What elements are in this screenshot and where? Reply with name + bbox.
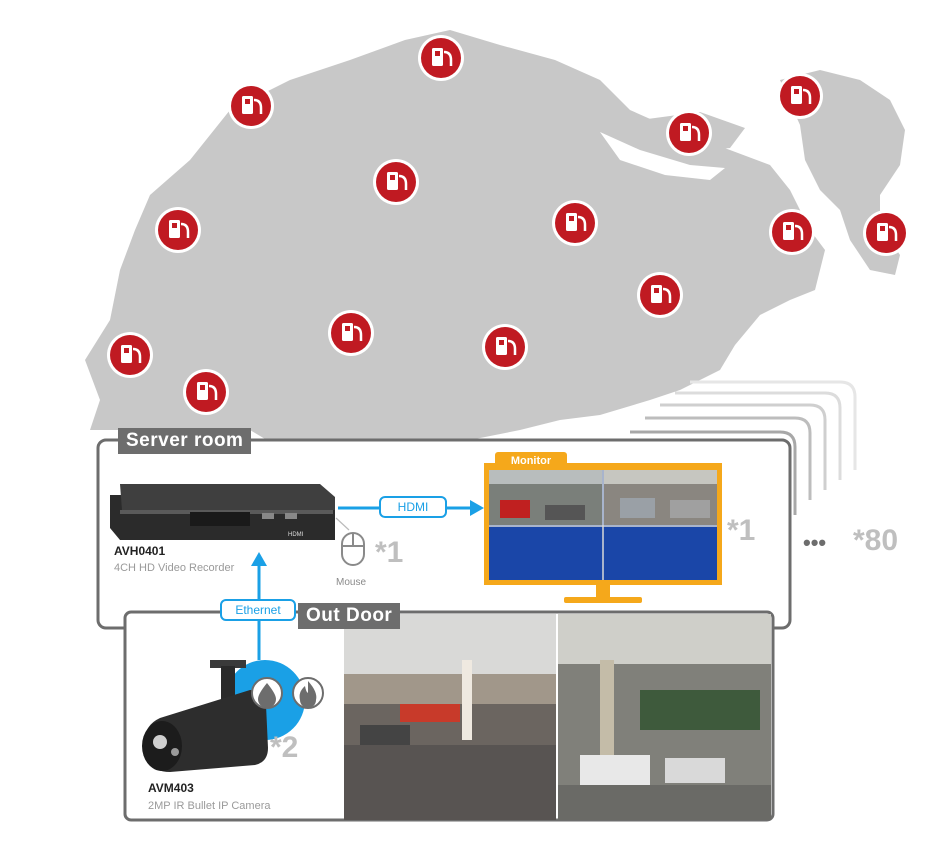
arrow-right-icon xyxy=(470,500,484,516)
fuel-pump-icon xyxy=(863,210,909,256)
sites-dots: ••• xyxy=(803,530,826,555)
fuel-pump-icon xyxy=(777,73,823,119)
fire-resistant-icon xyxy=(292,677,324,709)
coast-water-cut xyxy=(600,132,725,180)
nvr-device: HDMI xyxy=(110,484,335,540)
fuel-pump-icon xyxy=(155,207,201,253)
fuel-pump-icon xyxy=(328,310,374,356)
camera-model-name: AVM403 xyxy=(148,781,194,795)
site-connection-lines xyxy=(630,380,857,515)
monitor-tag xyxy=(495,452,567,468)
ip-camera xyxy=(142,660,305,772)
fuel-pump-icon xyxy=(482,324,528,370)
fuel-pump-icon xyxy=(637,272,683,318)
fuel-pump-icon xyxy=(228,83,274,129)
sites-multiplier: *80 xyxy=(853,524,898,557)
water-resistant-icon xyxy=(251,677,283,709)
fuel-pump-icon xyxy=(107,332,153,378)
fuel-pump-icon xyxy=(183,369,229,415)
mouse-icon xyxy=(341,532,365,566)
ethernet-label: Ethernet xyxy=(235,603,281,617)
outdoor-photo-right xyxy=(558,614,771,820)
monitor-tag-label: Monitor xyxy=(511,455,552,467)
island-map xyxy=(85,30,905,450)
hdmi-pill xyxy=(379,496,447,518)
fuel-pump-icon xyxy=(373,159,419,205)
monitor xyxy=(484,463,722,603)
nvr-hdmi-logo: HDMI xyxy=(288,532,304,538)
nvr-model-name: AVH0401 xyxy=(114,544,165,558)
camera-description: 2MP IR Bullet IP Camera xyxy=(148,800,271,812)
fuel-pump-icon xyxy=(552,200,598,246)
camera-multiplier: *2 xyxy=(270,731,298,764)
server-room-label: Server room xyxy=(118,428,252,454)
fuel-pump-icon xyxy=(769,209,815,255)
nvr-description: 4CH HD Video Recorder xyxy=(114,562,235,574)
monitor-multiplier: *1 xyxy=(727,514,755,547)
hdmi-label: HDMI xyxy=(398,500,429,514)
main-island xyxy=(85,30,825,450)
out-door-label: Out Door xyxy=(298,603,401,629)
fuel-pump-icon xyxy=(418,35,464,81)
arrow-up-icon xyxy=(251,552,267,566)
mouse-label: Mouse xyxy=(336,577,366,588)
fuel-stations xyxy=(107,35,909,415)
islet-2 xyxy=(335,345,420,400)
outdoor-photo-left xyxy=(344,614,556,820)
fuel-pump-icon xyxy=(666,110,712,156)
mouse-multiplier: *1 xyxy=(375,536,403,569)
ethernet-pill xyxy=(220,599,296,621)
